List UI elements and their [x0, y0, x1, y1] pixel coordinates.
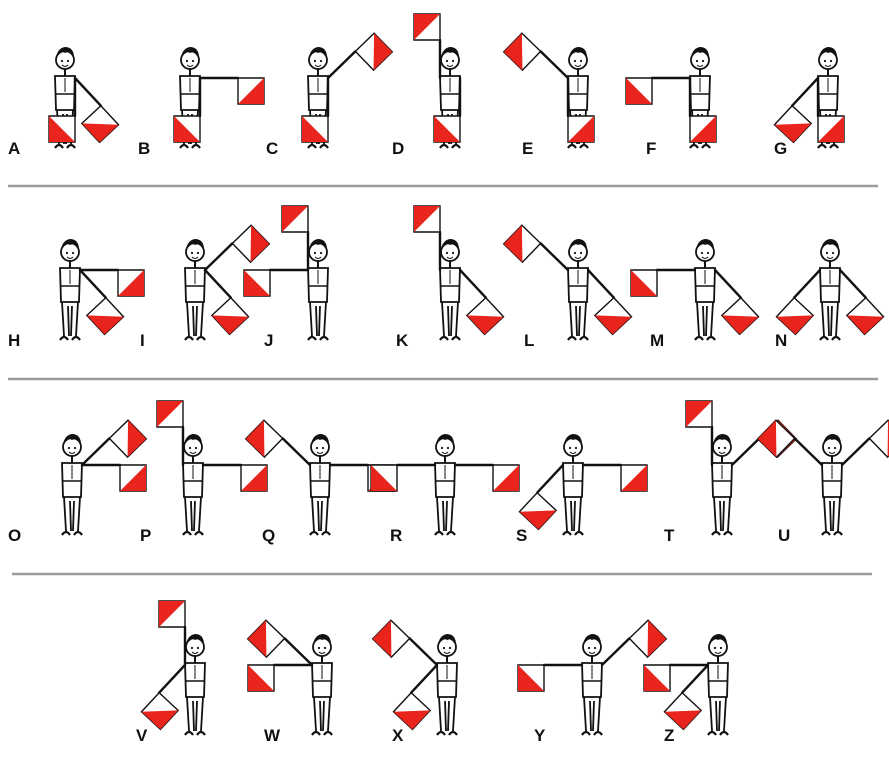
signal-letter: S	[516, 526, 527, 545]
eye	[324, 647, 326, 649]
eye	[452, 252, 454, 254]
eye	[446, 60, 448, 62]
eye	[832, 252, 834, 254]
eye	[191, 252, 193, 254]
eye	[66, 252, 68, 254]
eye	[316, 447, 318, 449]
signal-letter: X	[392, 726, 404, 745]
eye	[718, 447, 720, 449]
signal-letter: J	[264, 331, 273, 350]
signal-letter: U	[778, 526, 790, 545]
signal-letter: B	[138, 139, 150, 158]
eye	[575, 447, 577, 449]
signal-letter: D	[392, 139, 404, 158]
signal-letter: P	[140, 526, 151, 545]
eye	[826, 252, 828, 254]
eye	[318, 647, 320, 649]
signal-letter: Q	[262, 526, 275, 545]
eye	[696, 60, 698, 62]
eye	[574, 252, 576, 254]
eye	[189, 447, 191, 449]
signal-letter: O	[8, 526, 21, 545]
eye	[197, 647, 199, 649]
eye	[828, 447, 830, 449]
eye	[320, 252, 322, 254]
signal-letter: V	[136, 726, 148, 745]
eye	[441, 447, 443, 449]
eye	[702, 60, 704, 62]
eye	[580, 60, 582, 62]
eye	[191, 647, 193, 649]
eye	[580, 252, 582, 254]
signal-letter: M	[650, 331, 664, 350]
eye	[446, 252, 448, 254]
eye	[320, 60, 322, 62]
eye	[824, 60, 826, 62]
eye	[449, 647, 451, 649]
eye	[443, 647, 445, 649]
eye	[834, 447, 836, 449]
eye	[701, 252, 703, 254]
eye	[186, 60, 188, 62]
signal-letter: T	[664, 526, 675, 545]
eye	[588, 647, 590, 649]
eye	[68, 447, 70, 449]
eye	[314, 252, 316, 254]
signal-letter: R	[390, 526, 402, 545]
eye	[72, 252, 74, 254]
signal-letter: Z	[664, 726, 674, 745]
signal-letter: F	[646, 139, 656, 158]
eye	[452, 60, 454, 62]
signal-letter: A	[8, 139, 20, 158]
signal-letter: I	[140, 331, 145, 350]
eye	[192, 60, 194, 62]
signal-letter: G	[774, 139, 787, 158]
eye	[707, 252, 709, 254]
eye	[569, 447, 571, 449]
eye	[314, 60, 316, 62]
eye	[195, 447, 197, 449]
signal-letter: W	[264, 726, 281, 745]
signal-letter: Y	[534, 726, 546, 745]
eye	[724, 447, 726, 449]
signal-letter: K	[396, 331, 409, 350]
signal-letter: C	[266, 139, 278, 158]
eye	[197, 252, 199, 254]
eye	[447, 447, 449, 449]
eye	[322, 447, 324, 449]
eye	[594, 647, 596, 649]
eye	[830, 60, 832, 62]
eye	[714, 647, 716, 649]
signal-letter: L	[524, 331, 534, 350]
eye	[61, 60, 63, 62]
signal-letter: E	[522, 139, 533, 158]
signal-letter: H	[8, 331, 20, 350]
signal-letter: N	[775, 331, 787, 350]
eye	[720, 647, 722, 649]
eye	[574, 60, 576, 62]
eye	[67, 60, 69, 62]
eye	[74, 447, 76, 449]
